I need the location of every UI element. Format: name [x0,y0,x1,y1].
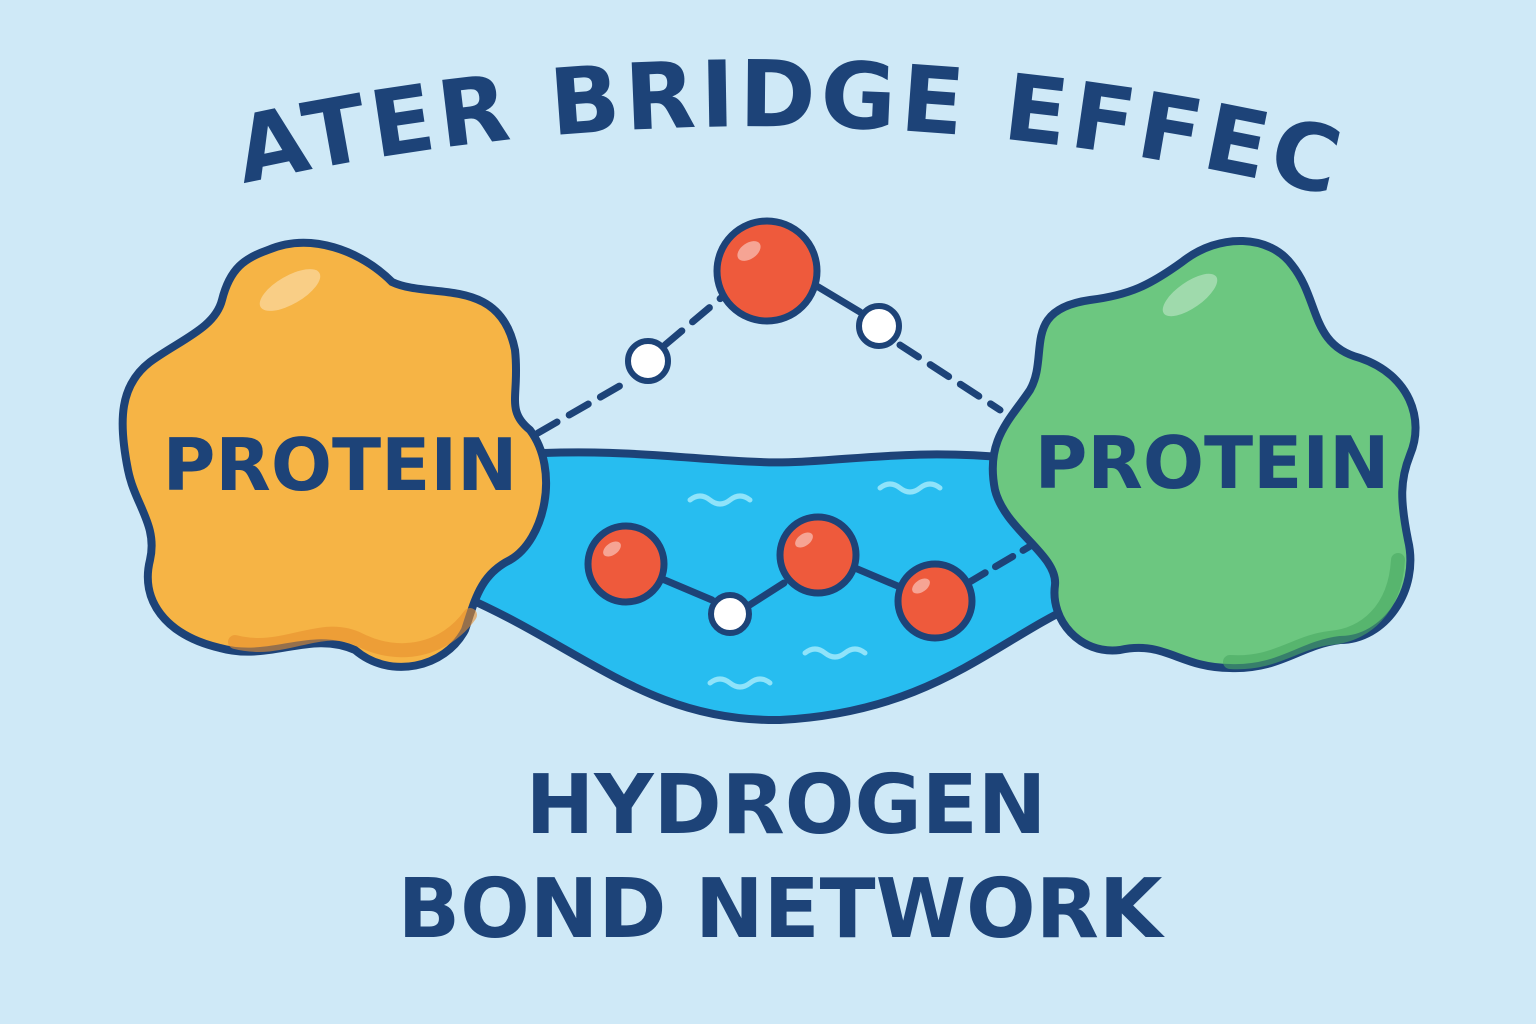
blob-highlight [259,269,321,311]
oxygen-atom [776,513,860,597]
blob-highlight [1162,273,1218,317]
right-protein-label: PROTEIN [1035,421,1390,505]
covalent-bond [806,278,864,316]
oxygen-atom [894,560,976,642]
hydrogen-atom [856,303,902,349]
hydrogen-bond-dash [661,288,732,349]
water-ripple [687,493,753,507]
hydrogen-bond-dash [964,541,1036,587]
left-protein-blob [118,238,551,671]
right-protein: PROTEIN [988,237,1420,673]
water-ripple [877,481,943,495]
upper-hydrogen-bond-bridge [534,217,1004,437]
hydrogen-bond-dash [896,341,1004,414]
caption-line-2: BOND NETWORK [398,862,1166,957]
covalent-bond [851,564,904,591]
oxygen-atom [713,217,821,325]
covalent-bond [744,579,788,610]
caption-line-1: HYDROGEN [526,758,1047,853]
atom-highlight [912,578,930,594]
oxygen-atom [584,522,668,606]
water-ripple [707,676,773,690]
blob-shadow [228,608,477,658]
left-protein: PROTEIN [118,238,551,671]
atom-highlight [737,241,761,261]
blob-shadow [1223,553,1405,670]
water-ripple [802,646,868,660]
atom-highlight [795,532,813,548]
lower-hydrogen-bond-chain [584,513,1036,642]
hydrogen-bond-dash [534,376,634,437]
covalent-bond [656,574,716,604]
left-protein-label: PROTEIN [163,423,518,507]
hydrogen-atom [708,592,752,636]
hydrogen-atom [625,338,671,384]
atom-highlight [603,541,621,557]
